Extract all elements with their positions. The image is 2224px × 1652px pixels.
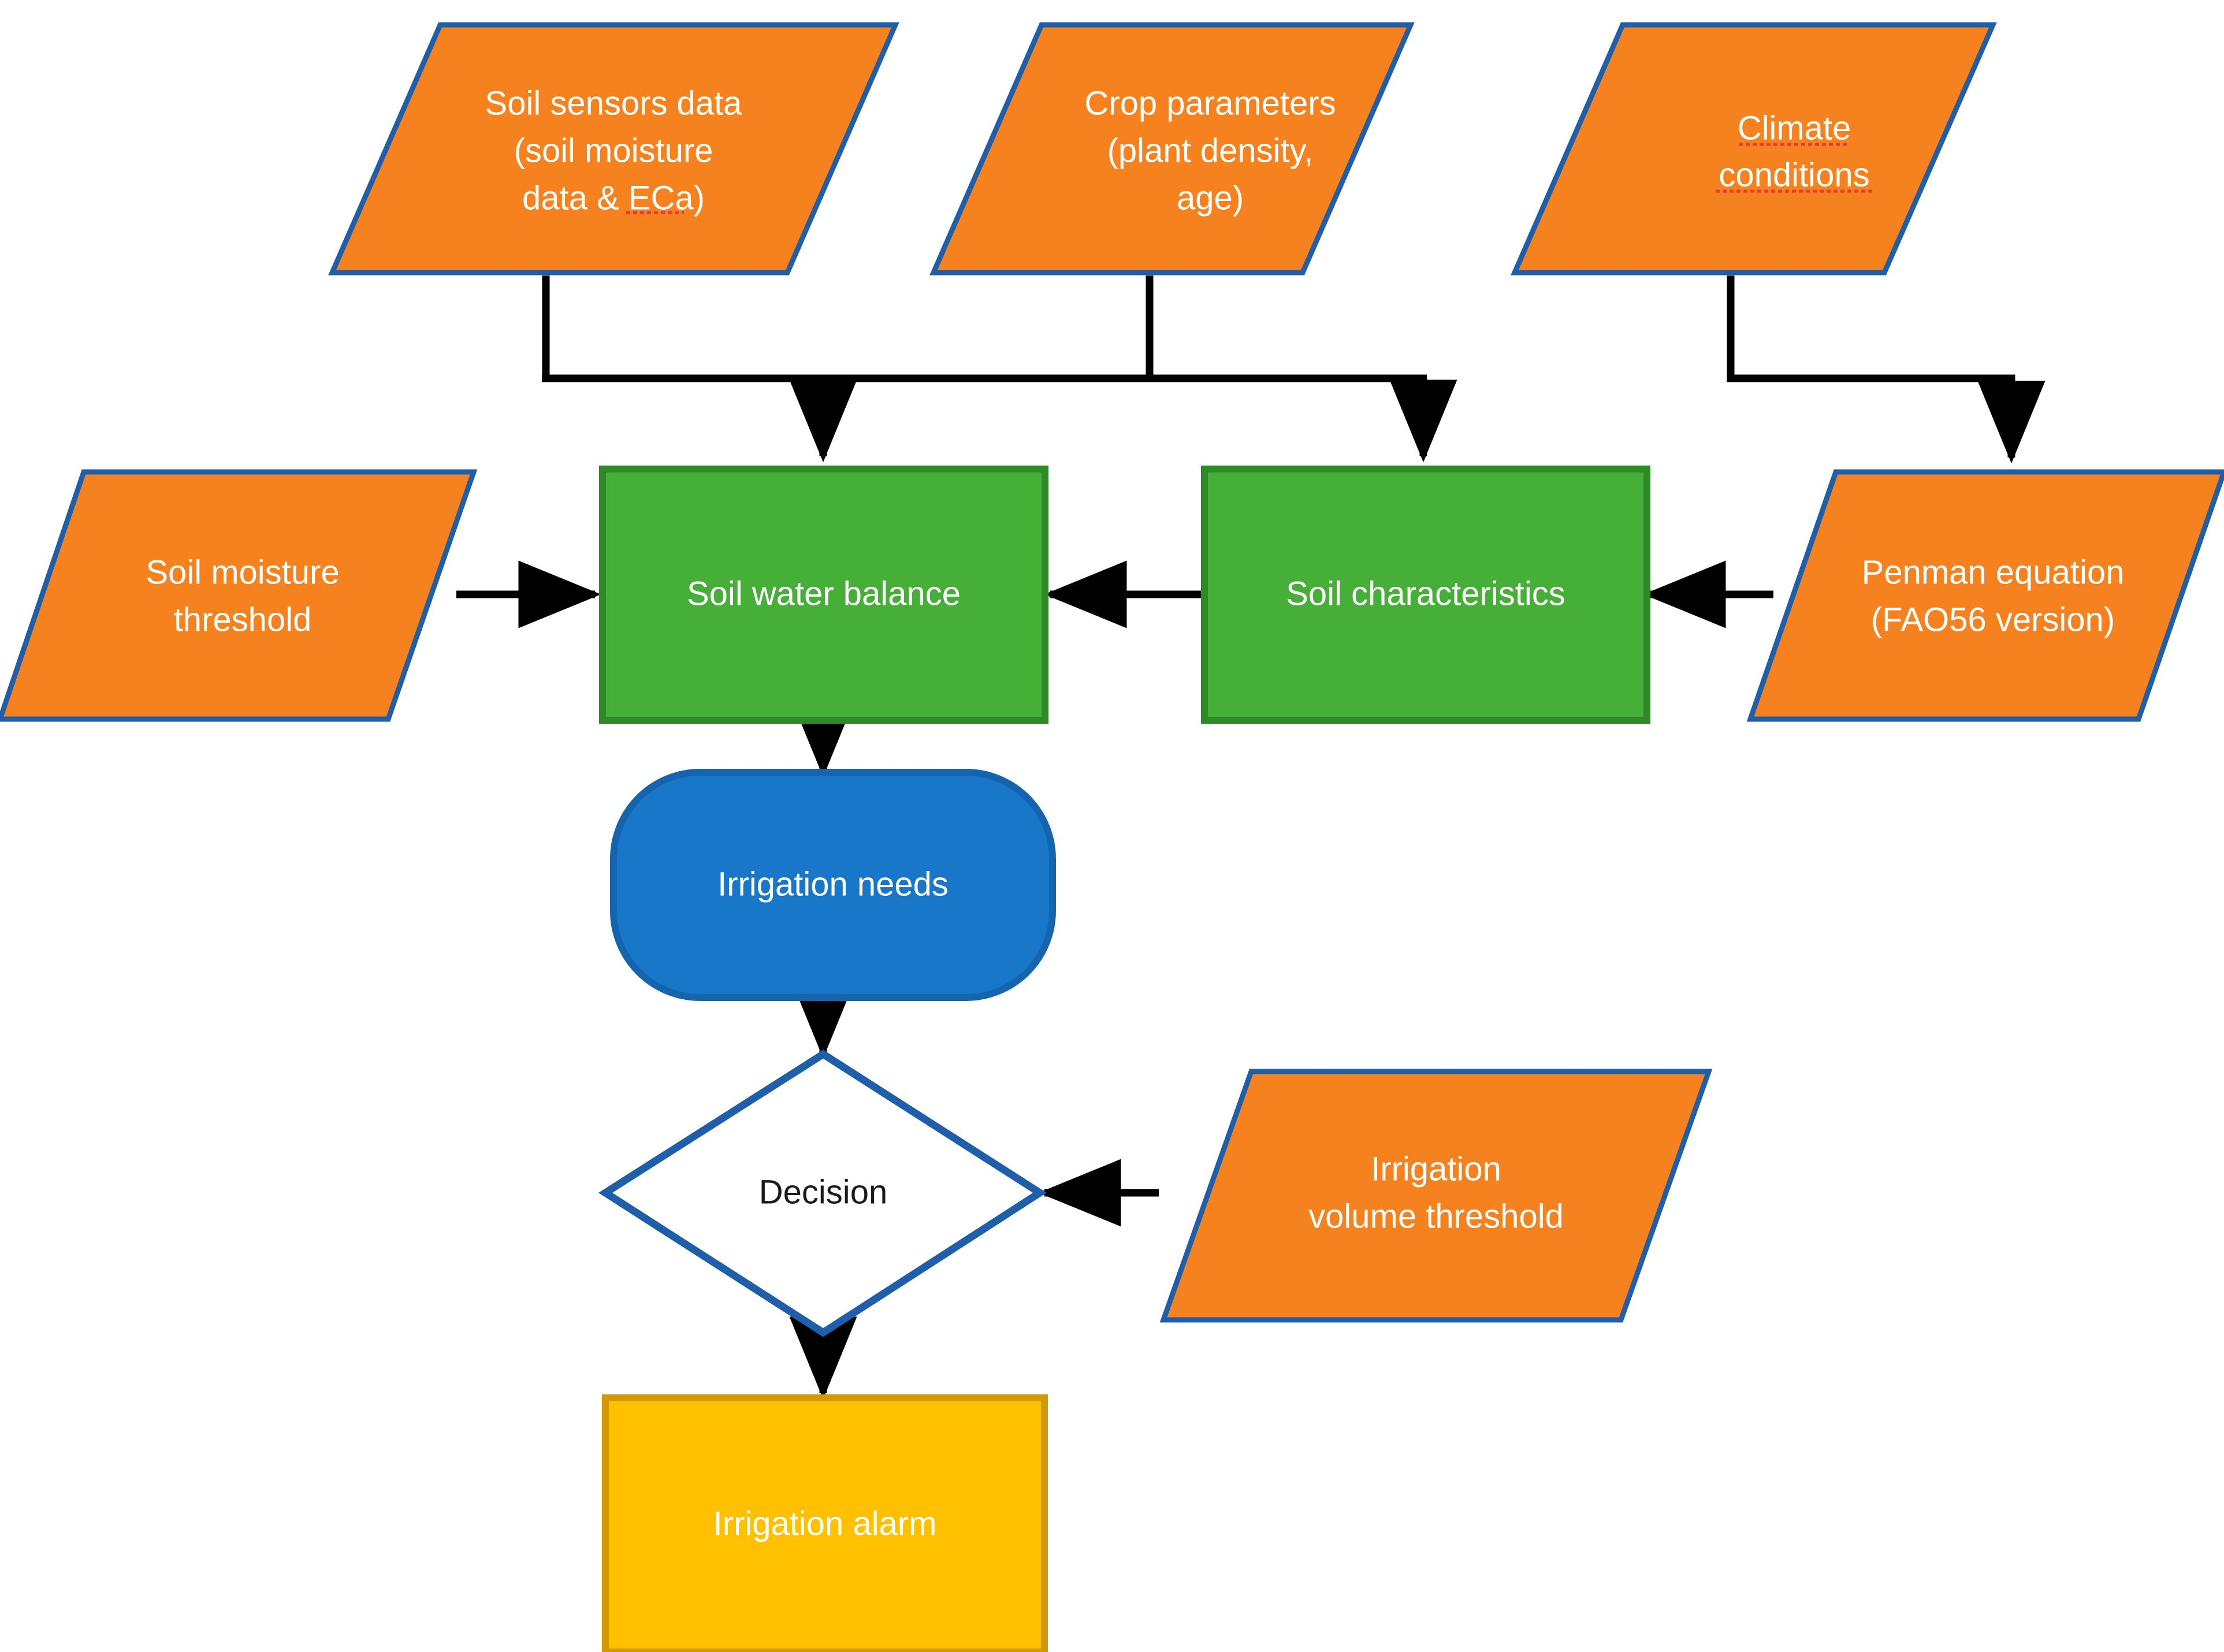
node-soil-water-balance[interactable]: Soil water balance [599,466,1048,724]
soil-sensors-data-line3: data & ECa) [522,179,705,217]
decision-label: Decision [759,1173,887,1211]
soil-sensors-data-shape[interactable] [328,22,899,276]
soil-characteristics-label: Soil characteristics [1286,575,1565,612]
crop-parameters-shape[interactable] [929,22,1415,276]
penman-equation-shape[interactable] [1746,469,2224,722]
irrigation-alarm-shape[interactable] [602,1394,1048,1652]
node-irrigation-alarm[interactable]: Irrigation alarm [602,1394,1048,1652]
node-crop-parameters[interactable]: Crop parameters (plant density, age) [929,22,1415,276]
soil-moisture-threshold-line1: Soil moisture [146,553,339,591]
climate-conditions-shape[interactable] [1511,22,1997,276]
crop-parameters-line1: Crop parameters [1084,84,1336,122]
soil-characteristics-shape[interactable] [1201,466,1650,724]
soil-water-balance-label: Soil water balance [687,575,961,612]
irrigation-volume-threshold-shape[interactable] [1159,1069,1713,1323]
irrigation-needs-shape[interactable] [610,769,1056,1001]
irrigation-volume-threshold-line2: volume threshold [1308,1197,1564,1235]
edge-climate-to-penman [1727,276,2046,464]
node-soil-sensors-data[interactable]: Soil sensors data (soil moisture data & … [328,22,899,276]
penman-equation-line2: (FAO56 version) [1871,601,2115,638]
node-soil-moisture-threshold[interactable]: Soil moisture threshold [0,469,478,722]
node-decision[interactable]: Decision [598,1050,1047,1337]
soil-moisture-threshold-line2: threshold [174,601,312,638]
node-irrigation-volume-threshold[interactable]: Irrigation volume threshold [1159,1069,1713,1323]
climate-conditions-line2: conditions [1719,156,1869,194]
irrigation-volume-threshold-line1: Irrigation [1371,1150,1501,1188]
connector-layer [456,276,2046,1400]
decision-shape[interactable] [598,1050,1047,1337]
crop-parameters-line3: age) [1177,179,1244,217]
soil-moisture-threshold-shape[interactable] [0,469,478,722]
soil-water-balance-shape[interactable] [599,466,1048,724]
node-climate-conditions[interactable]: Climate conditions [1511,22,1997,276]
node-penman-equation[interactable]: Penman equation (FAO56 version) [1746,469,2224,722]
climate-conditions-line1: Climate [1738,109,1851,147]
penman-equation-line1: Penman equation [1862,553,2125,591]
crop-parameters-line2: (plant density, [1107,132,1314,169]
node-soil-characteristics[interactable]: Soil characteristics [1201,466,1650,724]
irrigation-alarm-label: Irrigation alarm [713,1505,937,1542]
soil-sensors-data-line1: Soil sensors data [485,84,743,122]
soil-sensors-data-line2: (soil moisture [514,132,713,169]
node-irrigation-needs[interactable]: Irrigation needs [610,769,1056,1001]
irrigation-needs-label: Irrigation needs [717,865,949,903]
